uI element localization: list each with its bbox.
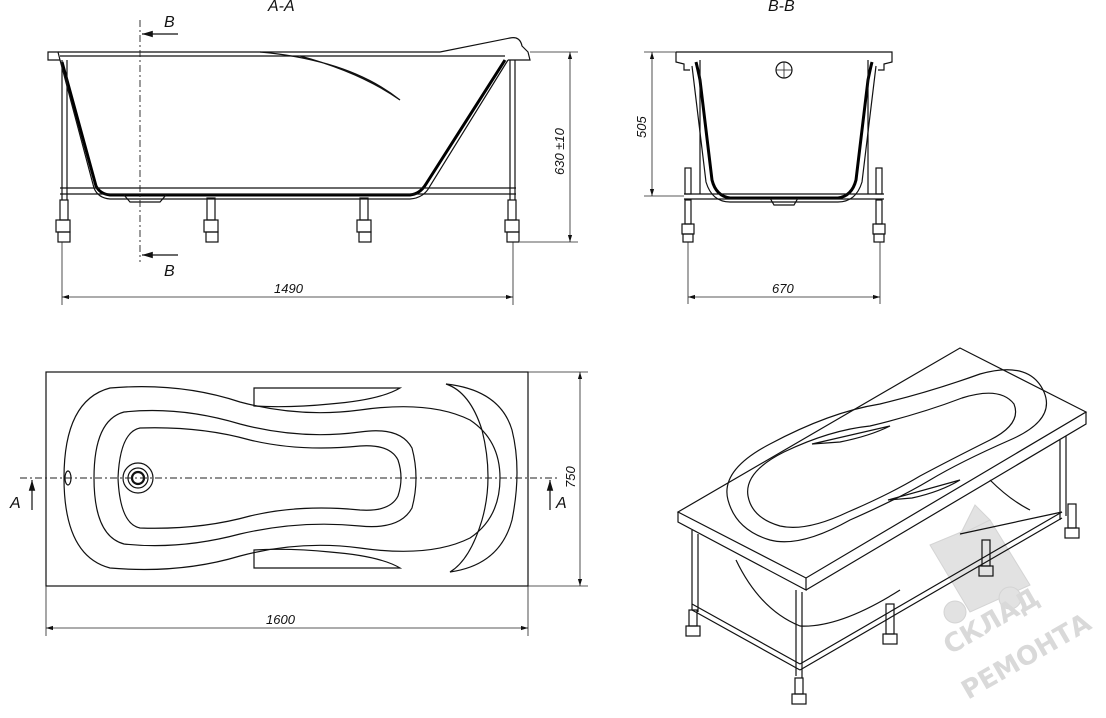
iso-leg-3	[882, 603, 898, 645]
iso-leg-1	[685, 609, 701, 637]
cut-label-a-right: A	[555, 495, 567, 512]
section-b-b-view: B-B 505 670	[634, 0, 893, 304]
iso-leg-4	[1064, 503, 1080, 539]
section-a-a-view: A-A B B	[47, 0, 578, 305]
isometric-view: СКЛАД РЕМОНТА	[676, 347, 1097, 706]
cut-label-a-left: A	[9, 495, 21, 512]
dim-width-b-b: 670	[772, 281, 794, 296]
leg-a2	[203, 197, 219, 243]
iso-leg-5	[978, 539, 994, 577]
dim-height-b-b: 505	[634, 116, 649, 138]
plan-view: A A 1600 750	[9, 371, 588, 636]
leg-a1	[55, 199, 71, 243]
leg-a4	[504, 199, 520, 243]
dim-length-a-a: 1490	[274, 281, 304, 296]
cut-label-b-top: B	[164, 14, 175, 31]
dim-length-plan: 1600	[266, 612, 296, 627]
section-b-b-title: B-B	[768, 0, 795, 15]
leg-b1	[681, 167, 695, 243]
section-a-a-title: A-A	[267, 0, 295, 15]
iso-leg-2	[791, 677, 807, 705]
leg-a3	[356, 197, 372, 243]
dim-width-plan: 750	[563, 466, 578, 488]
leg-b2	[872, 167, 886, 243]
dim-height-a-a: 630 ±10	[552, 127, 567, 175]
cut-label-b-bottom: B	[164, 263, 175, 280]
